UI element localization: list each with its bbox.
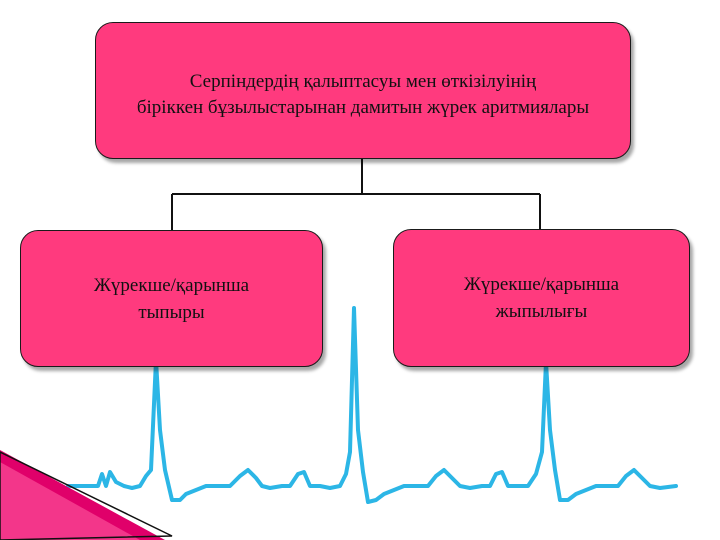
root-node: Серпіндердің қалыптасуы мен өткізілуінің… [95,22,631,159]
child-node-fibrillation: Жүрекше/қарынша жыпылығы [393,229,690,367]
root-node-line-1: Серпіндердің қалыптасуы мен өткізілуінің [190,69,536,95]
child-node-flutter-line-2: тыпыры [138,299,204,326]
child-node-flutter-line-1: Жүрекше/қарынша [94,272,249,299]
root-node-line-2: біріккен бұзылыстарынан дамитын жүрек ар… [137,95,589,121]
child-node-flutter: Жүрекше/қарынша тыпыры [20,230,323,367]
child-node-fibrillation-line-1: Жүрекше/қарынша [464,271,619,298]
child-node-fibrillation-line-2: жыпылығы [496,298,588,325]
